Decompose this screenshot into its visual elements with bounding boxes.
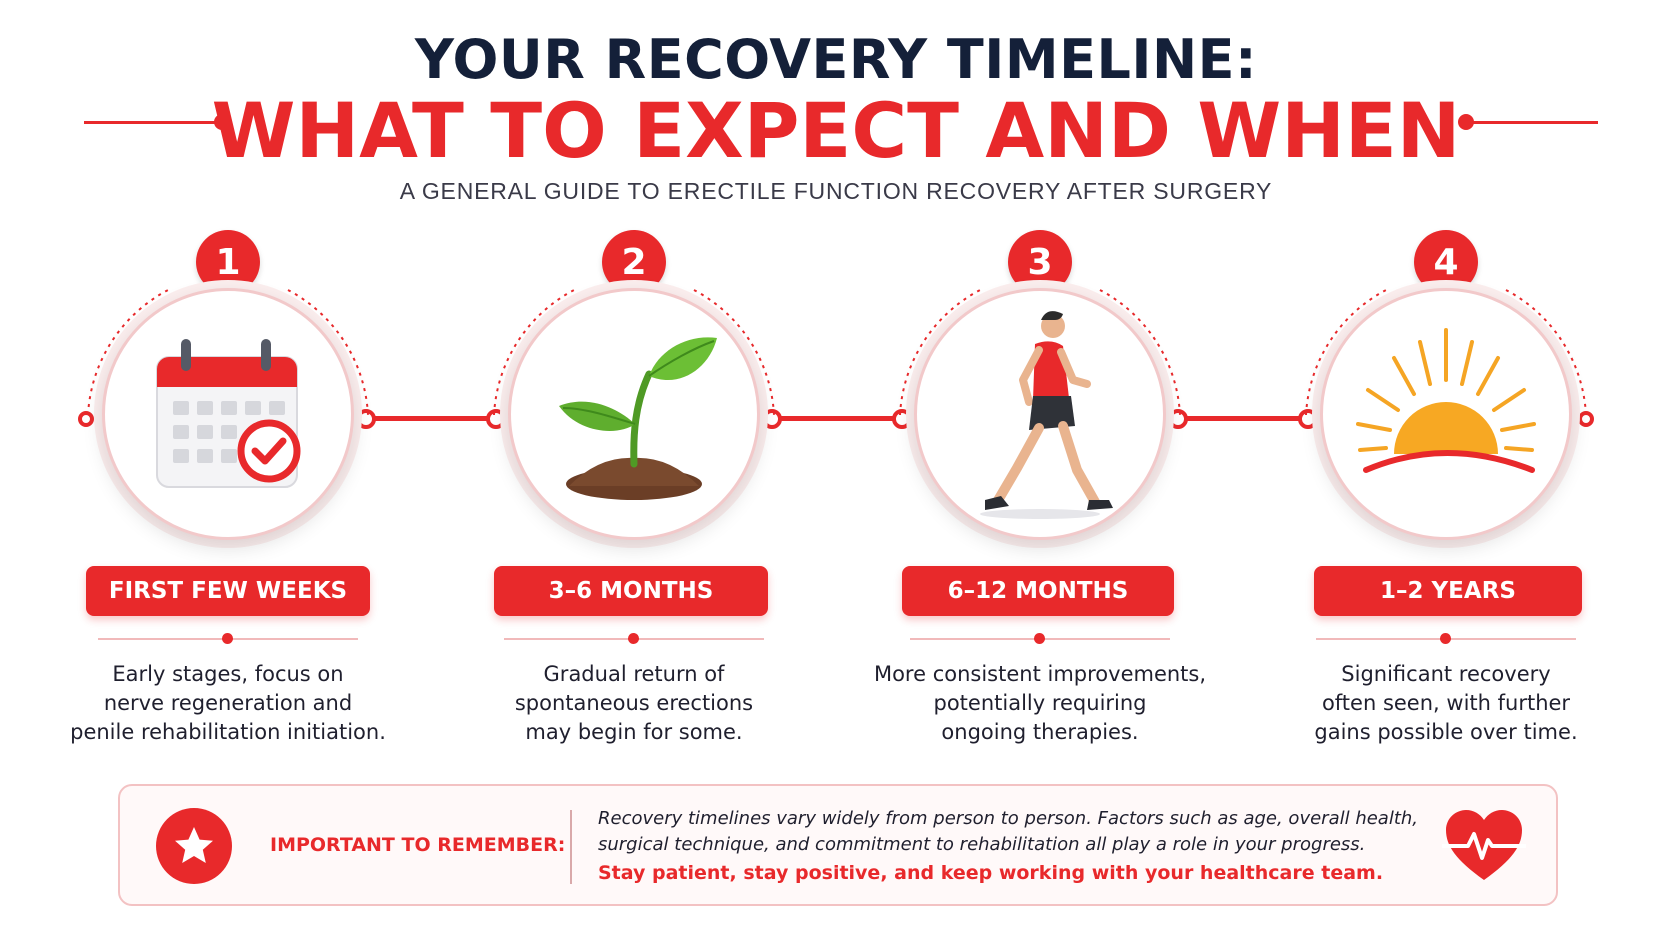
stage-description: Gradual return of spontaneous erections …	[454, 660, 814, 747]
note-divider	[570, 810, 572, 884]
desc-line: often seen, with further	[1321, 691, 1571, 715]
title-rule-left	[84, 121, 220, 124]
timeline-connector-2-3	[778, 416, 896, 421]
calendar-check-icon	[156, 339, 301, 488]
stage-description: Early stages, focus on nerve regeneratio…	[48, 660, 408, 747]
stage-icon-circle	[914, 288, 1166, 540]
timeline-node	[892, 409, 912, 429]
desc-line: penile rehabilitation initiation.	[70, 720, 386, 744]
stage-rule-dot	[1440, 633, 1451, 644]
desc-line: gains possible over time.	[1314, 720, 1578, 744]
page-title: WHAT TO EXPECT AND WHEN	[211, 86, 1461, 175]
stage-label: FIRST FEW WEEKS	[86, 566, 370, 616]
important-note-box: IMPORTANT TO REMEMBER: Recovery timeline…	[118, 784, 1558, 906]
note-line: Recovery timelines vary widely from pers…	[598, 808, 1419, 829]
desc-line: Early stages, focus on	[112, 662, 344, 686]
desc-line: ongoing therapies.	[941, 720, 1139, 744]
stage-label: 6–12 MONTHS	[902, 566, 1174, 616]
sprout-icon	[559, 337, 717, 500]
stage-3: 3 6–12 MONTHS More consistent improvemen…	[860, 220, 1220, 760]
desc-line: Gradual return of	[543, 662, 725, 686]
stage-number-badge: 1	[196, 230, 260, 294]
stage-2: 2 3–6 MONTHS Gradual return of spontaneo…	[454, 220, 814, 760]
stage-4: 4 1–2 YEARS Significant recovery often	[1266, 220, 1626, 760]
timeline-start-node	[78, 411, 94, 427]
star-badge	[156, 808, 232, 884]
note-label: IMPORTANT TO REMEMBER:	[270, 834, 566, 856]
title-rule-right-dot	[1458, 114, 1474, 130]
sunrise-icon	[1356, 328, 1536, 473]
stage-label: 1–2 YEARS	[1314, 566, 1582, 616]
title-rule-right	[1470, 121, 1598, 124]
note-cta: Stay patient, stay positive, and keep wo…	[598, 862, 1384, 884]
note-line: surgical technique, and commitment to re…	[598, 834, 1366, 855]
desc-line: may begin for some.	[525, 720, 743, 744]
header: YOUR RECOVERY TIMELINE: WHAT TO EXPECT A…	[0, 0, 1672, 210]
stage-number-badge: 2	[602, 230, 666, 294]
timeline-node	[762, 409, 782, 429]
timeline-node	[1168, 409, 1188, 429]
subtitle: A GENERAL GUIDE TO ERECTILE FUNCTION REC…	[399, 178, 1273, 204]
stage-icon-circle	[102, 288, 354, 540]
stage-description: More consistent improvements, potentiall…	[840, 660, 1240, 747]
stage-number-badge: 4	[1414, 230, 1478, 294]
star-icon	[175, 827, 213, 863]
desc-line: potentially requiring	[933, 691, 1147, 715]
walking-person-icon	[980, 311, 1113, 519]
timeline-node	[1298, 409, 1318, 429]
note-text: Recovery timelines vary widely from pers…	[598, 806, 1438, 858]
timeline-node	[486, 409, 506, 429]
title-rule-left-dot	[214, 114, 230, 130]
stage-icon-circle	[508, 288, 760, 540]
stage-label: 3–6 MONTHS	[494, 566, 768, 616]
heart-pulse-icon	[1442, 810, 1526, 880]
timeline-node	[356, 409, 376, 429]
desc-line: More consistent improvements,	[873, 662, 1207, 686]
stage-description: Significant recovery often seen, with fu…	[1266, 660, 1626, 747]
timeline-connector-3-4	[1184, 416, 1302, 421]
desc-line: spontaneous erections	[514, 691, 754, 715]
title-top: YOUR RECOVERY TIMELINE:	[414, 28, 1258, 91]
stage-rule-dot	[1034, 633, 1045, 644]
timeline-connector-1-2	[372, 416, 490, 421]
desc-line: nerve regeneration and	[103, 691, 353, 715]
stage-icon-circle	[1320, 288, 1572, 540]
stage-number-badge: 3	[1008, 230, 1072, 294]
stage-1: 1 FIRST FEW WEEKS Early stages, focus on…	[48, 220, 408, 760]
stage-rule-dot	[222, 633, 233, 644]
desc-line: Significant recovery	[1341, 662, 1551, 686]
stage-rule-dot	[628, 633, 639, 644]
